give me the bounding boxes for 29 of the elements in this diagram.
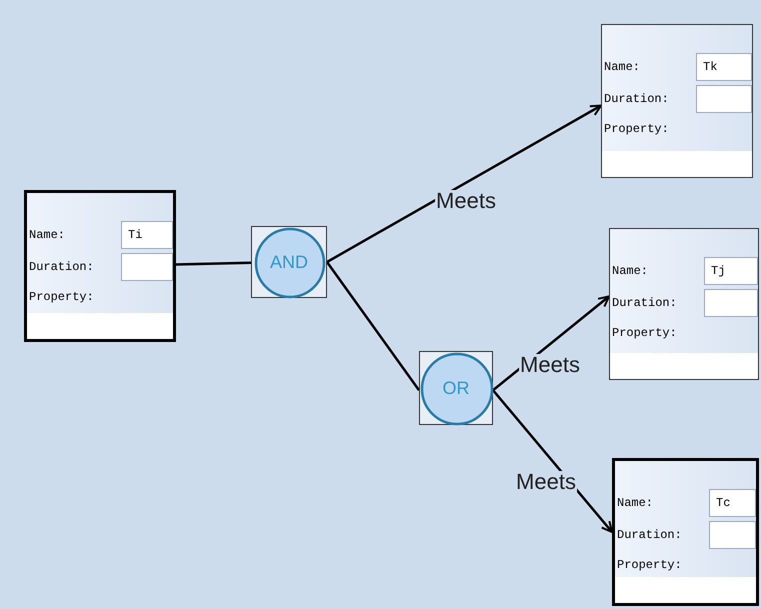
connector-line [326, 261, 420, 391]
task-card [609, 228, 759, 380]
edge-label: Meets [515, 471, 577, 493]
field-label: Name: [617, 495, 654, 512]
task-card [612, 458, 759, 606]
field-label: Duration: [29, 259, 95, 276]
connector-line [176, 261, 252, 266]
input-field: Tc [709, 489, 756, 517]
arrow [326, 104, 602, 264]
arrow [492, 389, 613, 533]
field-label: Property: [29, 289, 94, 306]
task-card [24, 190, 176, 342]
field-label: Property: [617, 557, 682, 574]
field-label: Duration: [617, 527, 683, 544]
task-card [601, 24, 753, 178]
input-field: Ti [121, 221, 173, 249]
field-label: Name: [612, 263, 650, 280]
field-label: Property: [612, 325, 677, 342]
field-label: Name: [29, 227, 66, 244]
input-field: Tj [704, 257, 758, 285]
field-label: Name: [604, 59, 642, 76]
gate-label: OR [442, 376, 470, 400]
field-label: Property: [604, 121, 669, 138]
input-field: Tk [696, 53, 752, 81]
field-label: Duration: [612, 295, 678, 312]
logic-gate [251, 226, 327, 298]
logic-gate [419, 351, 493, 425]
gate-label: AND [270, 250, 308, 274]
field-label: Duration: [604, 91, 670, 108]
